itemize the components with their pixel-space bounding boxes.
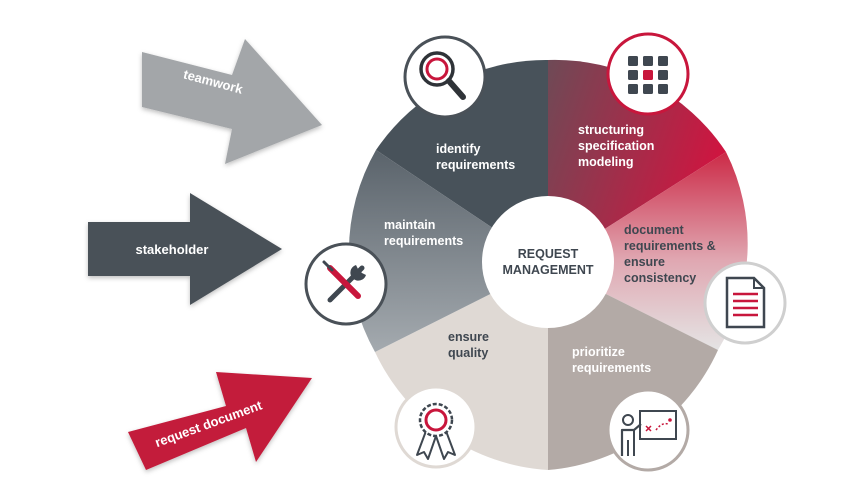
- svg-text:modeling: modeling: [578, 155, 634, 169]
- segment-quality: [375, 265, 548, 470]
- label-identify: identify requirements: [436, 142, 515, 172]
- segment-document: [548, 152, 748, 350]
- svg-text:ensure: ensure: [448, 330, 489, 344]
- arrow-teamwork: teamwork: [142, 39, 322, 164]
- segment-maintain: [348, 150, 548, 352]
- center-hub: REQUEST MANAGEMENT: [482, 196, 614, 328]
- svg-text:requirements: requirements: [384, 234, 463, 248]
- svg-text:requirements: requirements: [436, 158, 515, 172]
- svg-text:document: document: [624, 223, 685, 237]
- segment-prioritize: [548, 265, 718, 470]
- svg-text:ensure: ensure: [624, 255, 665, 269]
- arrow-request-document: request document: [128, 372, 312, 470]
- center-title-line2: MANAGEMENT: [503, 263, 594, 277]
- document-icon: [703, 261, 787, 345]
- svg-text:identify: identify: [436, 142, 480, 156]
- arrow-stakeholder-label: stakeholder: [136, 242, 209, 257]
- svg-text:quality: quality: [448, 346, 488, 360]
- label-quality: ensure quality: [448, 330, 489, 360]
- grid-icon: [606, 32, 690, 116]
- presentation-board-icon: [606, 388, 690, 472]
- svg-text:prioritize: prioritize: [572, 345, 625, 359]
- wheel: [348, 59, 748, 470]
- center-title-line1: REQUEST: [518, 247, 579, 261]
- svg-text:consistency: consistency: [624, 271, 696, 285]
- label-structuring: structuring specification modeling: [578, 123, 654, 169]
- label-document: document requirements & ensure consisten…: [624, 223, 716, 285]
- label-prioritize: prioritize requirements: [572, 345, 651, 375]
- svg-text:specification: specification: [578, 139, 654, 153]
- magnifier-icon: [403, 35, 487, 119]
- award-rosette-icon: [394, 385, 478, 469]
- label-maintain: maintain requirements: [384, 218, 463, 248]
- tools-icon: [304, 242, 388, 326]
- svg-text:structuring: structuring: [578, 123, 644, 137]
- svg-text:requirements: requirements: [572, 361, 651, 375]
- svg-text:maintain: maintain: [384, 218, 435, 232]
- svg-text:requirements &: requirements &: [624, 239, 716, 253]
- arrow-stakeholder: stakeholder: [88, 193, 282, 305]
